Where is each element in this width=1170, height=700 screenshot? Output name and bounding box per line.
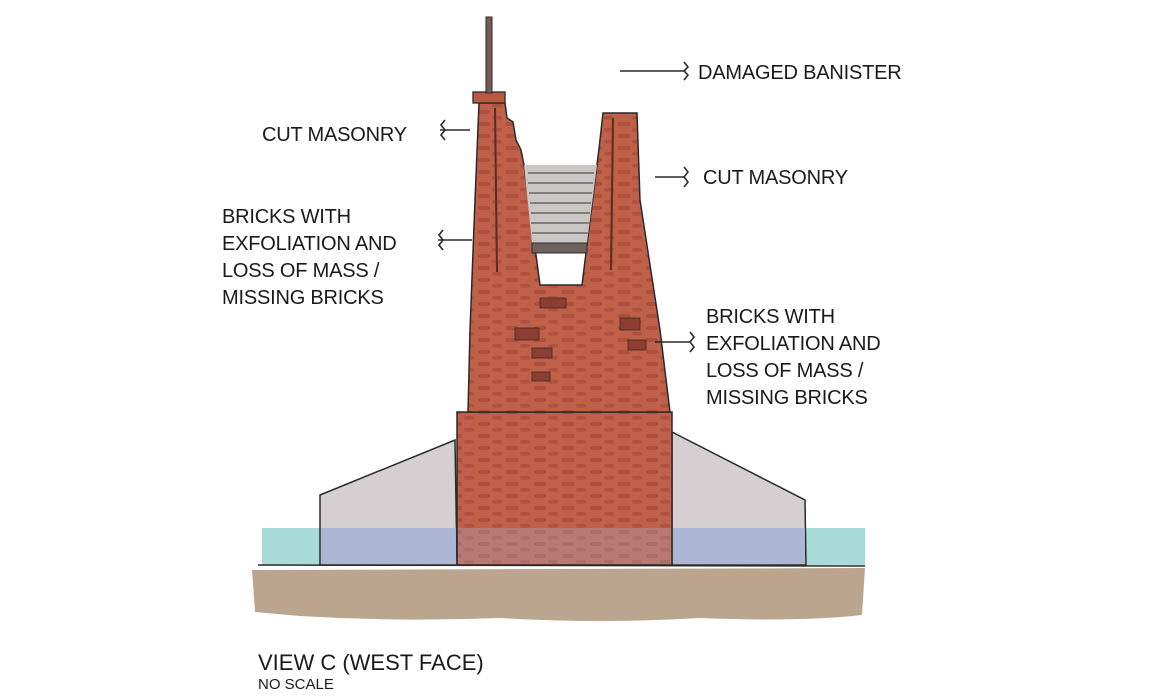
label-cut-masonry-left: CUT MASONRY: [262, 124, 407, 146]
drawing-scale-note: NO SCALE: [258, 676, 334, 693]
label-bricks-right: BRICKS WITH EXFOLIATION AND LOSS OF MASS…: [706, 304, 881, 412]
label-cut-masonry-right: CUT MASONRY: [703, 167, 848, 189]
stairs: [524, 165, 597, 243]
banister-cap: [472, 91, 506, 104]
label-line: EXFOLIATION AND: [706, 333, 881, 355]
label-line: BRICKS WITH: [706, 306, 835, 328]
damaged-banister-post: [485, 16, 493, 94]
label-line: EXFOLIATION AND: [222, 233, 397, 255]
upper-brick-pier: [467, 102, 671, 413]
leader-arrows: [437, 61, 696, 353]
label-line: MISSING BRICKS: [222, 287, 384, 309]
label-damaged-banister: DAMAGED BANISTER: [698, 62, 902, 84]
ground-earth: [252, 568, 865, 621]
drawing-title: VIEW C (WEST FACE): [258, 650, 484, 675]
label-bricks-left: BRICKS WITH EXFOLIATION AND LOSS OF MASS…: [222, 204, 397, 312]
label-line: MISSING BRICKS: [706, 387, 868, 409]
label-line: LOSS OF MASS /: [222, 260, 380, 282]
label-line: LOSS OF MASS /: [706, 360, 864, 382]
label-line: BRICKS WITH: [222, 206, 351, 228]
lower-brick-base: [456, 411, 673, 566]
stair-landing: [531, 242, 588, 254]
